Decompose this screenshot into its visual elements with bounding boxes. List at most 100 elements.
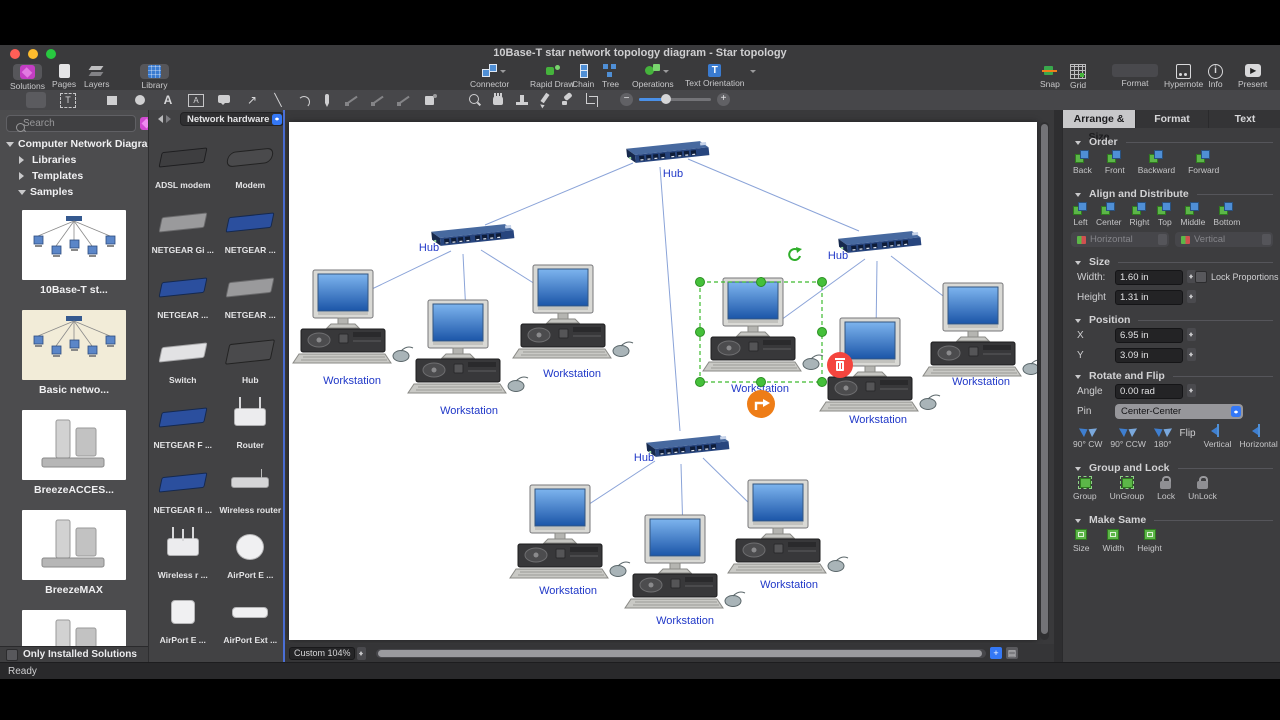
selection-handle[interactable]	[817, 377, 827, 387]
library-shape-switch[interactable]: Switch	[149, 323, 217, 388]
lock-proportions-checkbox[interactable]	[1195, 271, 1207, 283]
sample-10base-t-st[interactable]: 10Base-T st...	[22, 210, 126, 296]
position-section-header[interactable]: Position	[1071, 314, 1273, 326]
angle-field[interactable]	[1115, 384, 1183, 399]
group-section-header[interactable]: Group and Lock	[1071, 462, 1273, 474]
grid-button[interactable]: Grid	[1070, 64, 1086, 90]
workstation-node-selected[interactable]: Workstation	[702, 277, 824, 395]
selection-handle[interactable]	[756, 277, 766, 287]
tab-format[interactable]: Format	[1136, 110, 1209, 128]
selection-handle[interactable]	[756, 377, 766, 387]
selection-handle[interactable]	[817, 327, 827, 337]
library-shape-netgear-fi[interactable]: NETGEAR fi ...	[149, 453, 217, 518]
info-button[interactable]: i Info	[1208, 64, 1223, 89]
hypernote-button[interactable]: Hypernote	[1164, 64, 1203, 89]
90-ccw-button[interactable]: 90° CCW	[1110, 424, 1146, 449]
zoom-in-button[interactable]: +	[717, 93, 730, 106]
crop-tool[interactable]	[582, 92, 598, 108]
left-button[interactable]: Left	[1073, 202, 1088, 227]
selection-handle[interactable]	[817, 277, 827, 287]
library-button[interactable]: Library	[140, 64, 169, 90]
workstation-node[interactable]: Workstation	[407, 299, 529, 417]
snap-button[interactable]: Snap	[1040, 64, 1060, 89]
rotate-section-header[interactable]: Rotate and Flip	[1071, 370, 1273, 382]
forward-icon[interactable]	[166, 115, 175, 123]
y-stepper[interactable]	[1187, 348, 1196, 361]
library-shape-netgear[interactable]: NETGEAR ...	[149, 258, 217, 323]
chain-button[interactable]: Chain	[572, 64, 594, 89]
pen-tool[interactable]	[320, 92, 336, 108]
sample-breezeacces[interactable]: BreezeACCES...	[22, 410, 126, 496]
hub-node[interactable]: Hub	[634, 434, 730, 464]
library-shape-netgear[interactable]: NETGEAR ...	[217, 193, 285, 258]
delete-node-tool[interactable]	[396, 92, 412, 108]
sample-breezemax[interactable]: BreezeMAX	[22, 510, 126, 596]
library-shape-netgear[interactable]: NETGEAR ...	[217, 258, 285, 323]
library-shape-adsl-modem[interactable]: ADSL modem	[149, 128, 217, 193]
sample-basic-netwo[interactable]: Basic netwo...	[22, 310, 126, 396]
back-icon[interactable]	[154, 115, 163, 123]
lock-button[interactable]: Lock	[1157, 476, 1175, 501]
hub-node[interactable]: Hub	[419, 223, 515, 254]
line-tool[interactable]: ╲	[274, 93, 282, 107]
library-dropdown[interactable]: Network hardware	[180, 112, 284, 126]
edit-node-tool[interactable]	[344, 92, 360, 108]
hub-node[interactable]: Hub	[626, 140, 710, 180]
library-shape-wireless-router[interactable]: Wireless router	[217, 453, 285, 518]
workstation-node[interactable]: Workstation	[624, 514, 746, 627]
vertical-scrollbar[interactable]	[1040, 122, 1049, 640]
order-section-header[interactable]: Order	[1071, 136, 1273, 148]
library-shape-wireless-r[interactable]: Wireless r ...	[149, 518, 217, 583]
height-field[interactable]	[1115, 290, 1183, 305]
solutions-button[interactable]: Solutions	[10, 64, 45, 91]
y-field[interactable]	[1115, 348, 1183, 363]
group-button[interactable]: Group	[1073, 476, 1097, 501]
front-button[interactable]: Front	[1105, 150, 1125, 175]
distribute-vertical-dropdown[interactable]: Vertical	[1175, 232, 1273, 247]
horizontal-scrollbar[interactable]	[376, 648, 986, 658]
stamp-tool[interactable]	[514, 92, 530, 108]
add-page-button[interactable]: +	[990, 647, 1002, 659]
tree-item-computer-network-diagrams[interactable]: Computer Network Diagrams	[0, 136, 148, 152]
pointer-tool[interactable]	[26, 92, 46, 108]
pages-button[interactable]: Pages	[52, 64, 76, 89]
180-button[interactable]: 180°	[1154, 424, 1172, 449]
library-shape-partial[interactable]	[149, 648, 217, 662]
library-shape-airport-ext[interactable]: AirPort Ext ...	[217, 583, 285, 648]
layers-button[interactable]: Layers	[84, 64, 110, 89]
operations-button[interactable]: Operations	[632, 64, 674, 89]
tree-item-samples[interactable]: Samples	[0, 184, 148, 200]
delete-button[interactable]	[827, 352, 853, 378]
height-stepper[interactable]	[1187, 290, 1196, 303]
90-cw-button[interactable]: 90° CW	[1073, 424, 1102, 449]
backward-button[interactable]: Backward	[1138, 150, 1175, 175]
library-shape-router[interactable]: Router	[217, 388, 285, 453]
middle-button[interactable]: Middle	[1180, 202, 1205, 227]
width-field[interactable]	[1115, 270, 1183, 285]
make-same-section-header[interactable]: Make Same	[1071, 514, 1273, 526]
pan-tool[interactable]	[490, 92, 506, 108]
diagram-canvas[interactable]: HubHubHubHubWorkstationWorkstationWorkst…	[289, 122, 1044, 640]
selection-handle[interactable]	[695, 377, 705, 387]
size-button[interactable]: Size	[1073, 528, 1090, 553]
pencil-tool[interactable]	[537, 92, 553, 108]
selection-handle[interactable]	[695, 277, 705, 287]
text-tool[interactable]: A	[163, 93, 173, 107]
pin-dropdown[interactable]: Center-Center	[1115, 404, 1243, 419]
library-shape-modem[interactable]: Modem	[217, 128, 285, 193]
add-node-tool[interactable]	[370, 92, 386, 108]
tree-item-libraries[interactable]: Libraries	[0, 152, 148, 168]
text-block-tool[interactable]: A	[188, 94, 204, 107]
workstation-node[interactable]: Workstation	[727, 479, 849, 591]
selection-overlay[interactable]	[695, 247, 854, 418]
tab-text[interactable]: Text	[1234, 113, 1256, 125]
close-window-button[interactable]	[10, 49, 20, 59]
zoom-slider-thumb[interactable]	[661, 94, 671, 104]
callout-tool[interactable]	[216, 92, 232, 108]
rapid-draw-button[interactable]: Rapid Draw	[530, 64, 574, 89]
minimize-window-button[interactable]	[28, 49, 38, 59]
workstation-node[interactable]: Workstation	[922, 282, 1044, 388]
arrow-tool[interactable]: ↗	[246, 93, 258, 107]
page-options-button[interactable]: ▤	[1006, 647, 1018, 659]
ungroup-button[interactable]: UnGroup	[1110, 476, 1144, 501]
